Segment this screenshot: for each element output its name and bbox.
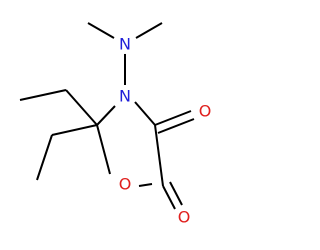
bond-c4-o-double-b (157, 118, 195, 134)
bonds (19, 22, 195, 210)
bond-oring-c5 (138, 183, 153, 187)
molecule-structure: N N O O O (19, 22, 216, 228)
bond-c5-o-double-b (169, 181, 183, 206)
atom-o-carbonyl-lower: O (173, 206, 195, 228)
atom-label-o-ring: O (119, 175, 132, 194)
bond-ethyl1-ch3 (19, 89, 67, 101)
atom-o-ring: O (114, 173, 136, 195)
atom-label-n-ring: N (119, 87, 131, 106)
bond-c2-ethyl2-ch2 (51, 124, 98, 136)
bond-c2-ethyl1-ch2 (65, 89, 98, 126)
atom-label-o-carbonyl-upper: O (199, 102, 212, 121)
atom-label-n-amino: N (119, 35, 131, 54)
atom-n-ring: N (115, 86, 135, 106)
bond-c5-o-double-a (162, 185, 176, 210)
bond-n-methyl-right (135, 22, 163, 39)
atom-n-amino: N (115, 34, 135, 54)
atom-label-o-carbonyl-lower: O (178, 208, 191, 227)
bond-ethyl2-ch3 (36, 134, 53, 181)
bond-nring-c2 (96, 105, 116, 126)
atom-o-carbonyl-upper: O (194, 100, 216, 122)
atom-labels: N N O O O (114, 34, 216, 228)
bond-c4-o-double-a (154, 110, 192, 126)
bond-c4-c5 (154, 124, 164, 187)
bond-n-methyl-left (87, 22, 115, 39)
bond-nring-c4 (134, 101, 156, 126)
bond-c2-oring (96, 124, 111, 175)
